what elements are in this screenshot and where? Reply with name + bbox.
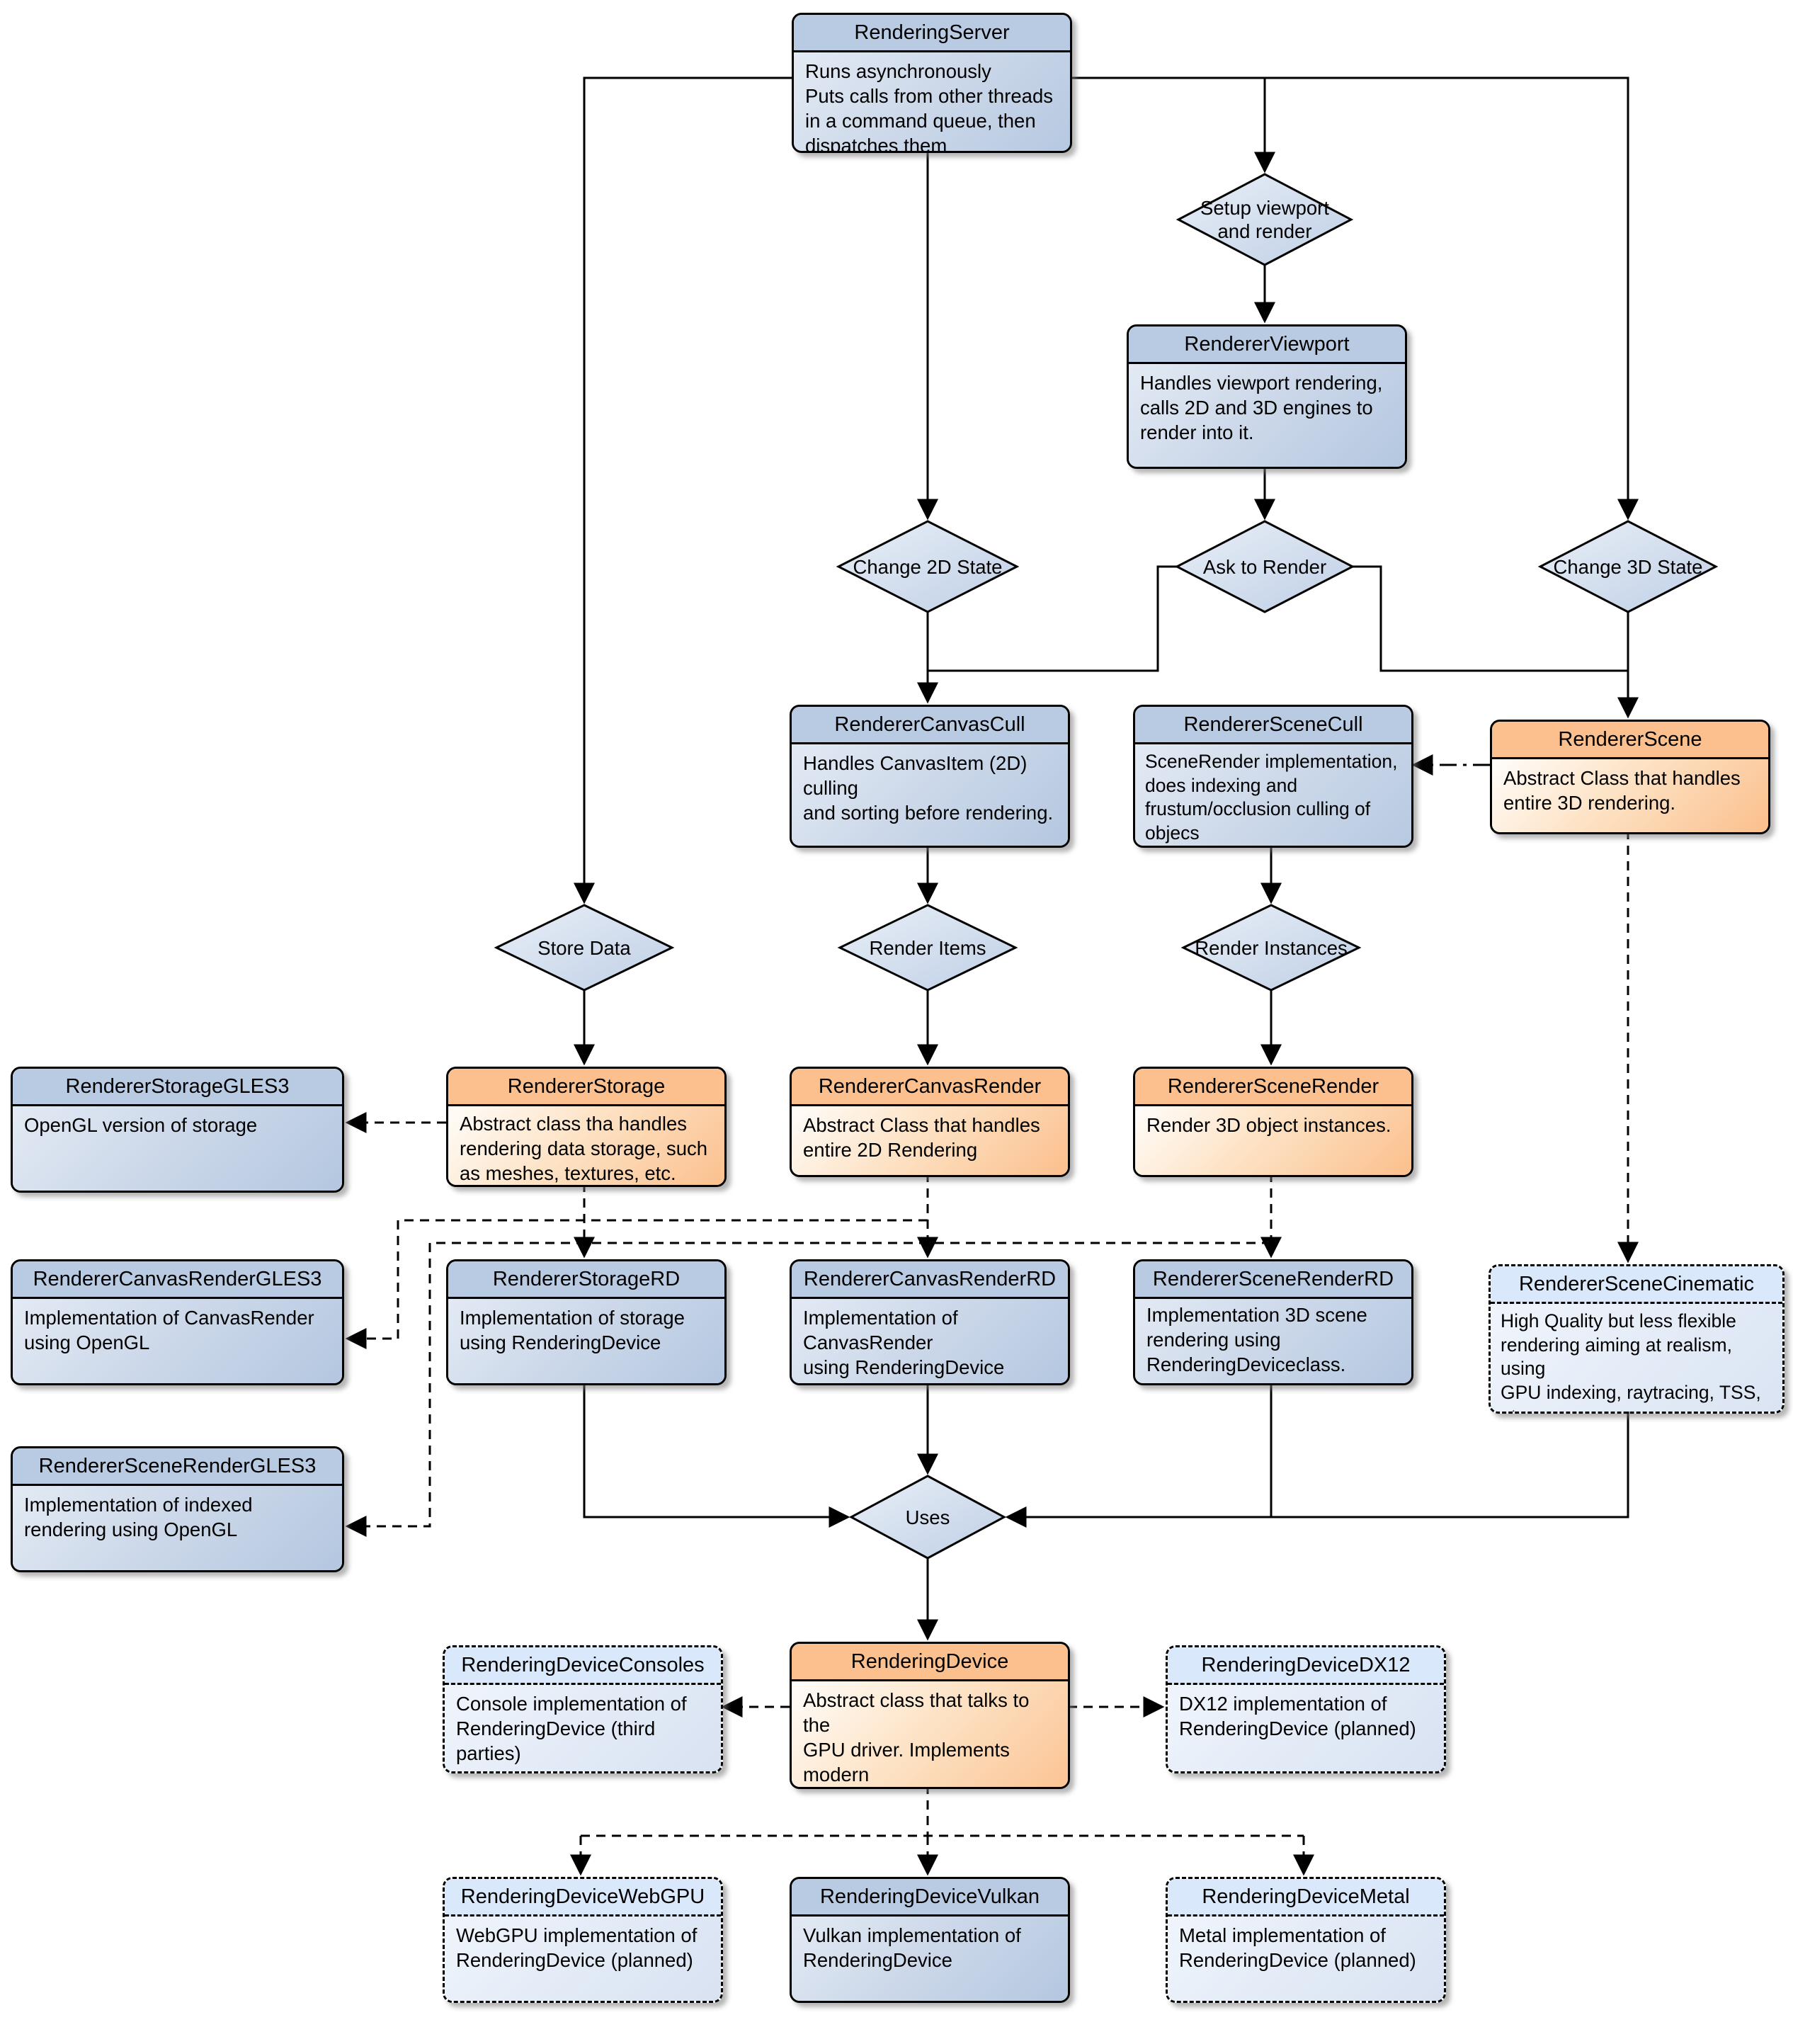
node-title: RenderingDevice bbox=[792, 1644, 1068, 1681]
node-title: RenderingDeviceWebGPU bbox=[445, 1879, 721, 1917]
node-title: RendererCanvasRenderRD bbox=[792, 1261, 1068, 1299]
node-rendering-device-consoles: RenderingDeviceConsoles Console implemen… bbox=[443, 1645, 723, 1773]
node-renderer-viewport: RendererViewport Handles viewport render… bbox=[1127, 324, 1407, 469]
node-title: RenderingDeviceConsoles bbox=[445, 1647, 721, 1685]
node-body: Implementation of indexed rendering usin… bbox=[13, 1486, 342, 1570]
change-3d-state-diamond bbox=[1537, 520, 1719, 613]
node-rendering-device: RenderingDevice Abstract class that talk… bbox=[790, 1642, 1070, 1789]
node-body: DX12 implementation of RenderingDevice (… bbox=[1168, 1685, 1444, 1771]
node-title: RendererSceneCinematic bbox=[1491, 1266, 1782, 1304]
node-body: Render 3D object instances. bbox=[1135, 1106, 1411, 1175]
node-body: Abstract class tha handles rendering dat… bbox=[448, 1106, 724, 1185]
node-body: Abstract Class that handles entire 3D re… bbox=[1492, 759, 1768, 832]
store-data-diamond bbox=[494, 904, 675, 992]
node-title: RendererSceneRender bbox=[1135, 1069, 1411, 1106]
node-renderer-storage: RendererStorage Abstract class tha handl… bbox=[446, 1067, 727, 1187]
node-rendering-device-vulkan: RenderingDeviceVulkan Vulkan implementat… bbox=[790, 1877, 1070, 2003]
node-rendering-device-metal: RenderingDeviceMetal Metal implementatio… bbox=[1166, 1877, 1446, 2003]
node-renderer-scene: RendererScene Abstract Class that handle… bbox=[1490, 720, 1770, 834]
node-renderer-canvas-render-gles3: RendererCanvasRenderGLES3 Implementation… bbox=[11, 1259, 344, 1385]
change-2d-state-diamond bbox=[836, 520, 1020, 613]
node-renderer-scene-cull: RendererSceneCull SceneRender implementa… bbox=[1133, 705, 1413, 848]
node-body: Handles CanvasItem (2D) culling and sort… bbox=[792, 744, 1068, 846]
node-body: Runs asynchronously Puts calls from othe… bbox=[794, 52, 1070, 151]
setup-viewport-diamond bbox=[1176, 173, 1354, 266]
node-body: Abstract Class that handles entire 2D Re… bbox=[792, 1106, 1068, 1175]
node-body: OpenGL version of storage bbox=[13, 1106, 342, 1191]
node-body: Implementation of CanvasRender using Ope… bbox=[13, 1299, 342, 1383]
node-renderer-scene-render: RendererSceneRender Render 3D object ins… bbox=[1133, 1067, 1413, 1177]
node-title: RendererViewport bbox=[1129, 327, 1405, 364]
solid-connectors bbox=[574, 76, 1639, 1641]
node-title: RenderingServer bbox=[794, 15, 1070, 52]
node-title: RendererCanvasCull bbox=[792, 707, 1068, 744]
node-body: Implementation of CanvasRender using Ren… bbox=[792, 1299, 1068, 1383]
ask-to-render-diamond bbox=[1174, 520, 1355, 613]
node-rendering-device-webgpu: RenderingDeviceWebGPU WebGPU implementat… bbox=[443, 1877, 723, 2003]
node-body: Implementation of storage using Renderin… bbox=[448, 1299, 724, 1383]
node-body: Vulkan implementation of RenderingDevice bbox=[792, 1917, 1068, 2001]
render-instances-diamond bbox=[1180, 904, 1362, 992]
node-body: Console implementation of RenderingDevic… bbox=[445, 1685, 721, 1771]
node-title: RendererSceneRenderRD bbox=[1135, 1261, 1411, 1299]
node-body: SceneRender implementation, does indexin… bbox=[1135, 744, 1411, 846]
node-title: RendererScene bbox=[1492, 722, 1768, 759]
dashed-connectors bbox=[345, 830, 1639, 1876]
node-renderer-scene-cinematic: RendererSceneCinematic High Quality but … bbox=[1489, 1264, 1785, 1414]
node-title: RendererSceneCull bbox=[1135, 707, 1411, 744]
node-body: Abstract class that talks to the GPU dri… bbox=[792, 1681, 1068, 1787]
node-title: RendererStorageRD bbox=[448, 1261, 724, 1299]
node-body: WebGPU implementation of RenderingDevice… bbox=[445, 1917, 721, 2001]
node-renderer-scene-render-rd: RendererSceneRenderRD Implementation 3D … bbox=[1133, 1259, 1413, 1385]
node-renderer-canvas-cull: RendererCanvasCull Handles CanvasItem (2… bbox=[790, 705, 1070, 848]
uses-diamond bbox=[848, 1475, 1007, 1560]
node-title: RendererCanvasRender bbox=[792, 1069, 1068, 1106]
node-body: Handles viewport rendering, calls 2D and… bbox=[1129, 364, 1405, 467]
node-title: RendererStorage bbox=[448, 1069, 724, 1106]
node-title: RendererSceneRenderGLES3 bbox=[13, 1448, 342, 1486]
node-title: RenderingDeviceVulkan bbox=[792, 1879, 1068, 1917]
node-title: RenderingDeviceMetal bbox=[1168, 1879, 1444, 1917]
node-rendering-device-dx12: RenderingDeviceDX12 DX12 implementation … bbox=[1166, 1645, 1446, 1773]
node-rendering-server: RenderingServer Runs asynchronously Puts… bbox=[792, 13, 1072, 153]
node-body: Metal implementation of RenderingDevice … bbox=[1168, 1917, 1444, 2001]
node-renderer-storage-gles3: RendererStorageGLES3 OpenGL version of s… bbox=[11, 1067, 344, 1193]
node-body: High Quality but less flexible rendering… bbox=[1491, 1304, 1782, 1412]
node-renderer-canvas-render: RendererCanvasRender Abstract Class that… bbox=[790, 1067, 1070, 1177]
node-title: RendererStorageGLES3 bbox=[13, 1069, 342, 1106]
render-items-diamond bbox=[837, 904, 1018, 992]
node-title: RenderingDeviceDX12 bbox=[1168, 1647, 1444, 1685]
node-renderer-scene-render-gles3: RendererSceneRenderGLES3 Implementation … bbox=[11, 1446, 344, 1572]
node-body: Implementation 3D scene rendering using … bbox=[1135, 1299, 1411, 1383]
node-title: RendererCanvasRenderGLES3 bbox=[13, 1261, 342, 1299]
node-renderer-canvas-render-rd: RendererCanvasRenderRD Implementation of… bbox=[790, 1259, 1070, 1385]
decision-shapes bbox=[494, 173, 1719, 1560]
node-renderer-storage-rd: RendererStorageRD Implementation of stor… bbox=[446, 1259, 727, 1385]
